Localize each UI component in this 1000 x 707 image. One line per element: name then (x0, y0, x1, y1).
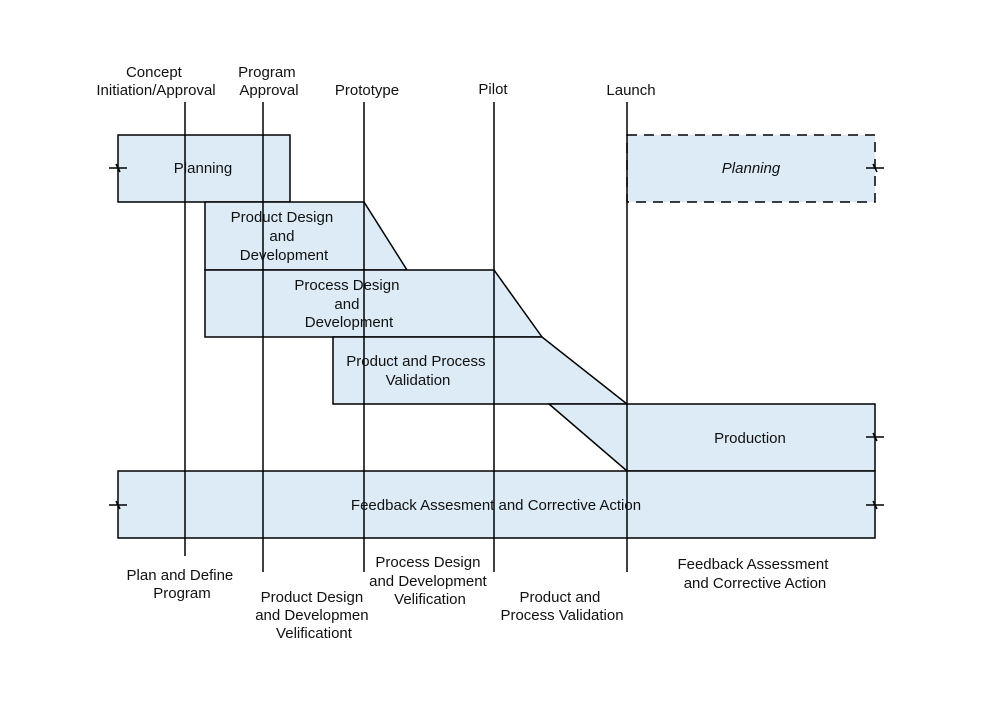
planning-next-block (626, 134, 876, 203)
planning-block (117, 134, 291, 203)
milestone-label-pilot: Pilot (478, 81, 508, 98)
milestone-label-prototype: Prototype (335, 82, 399, 99)
validation-block (332, 336, 630, 405)
phase-label-pdd: Product Design and Developmen Velificati… (255, 589, 373, 642)
phase-label-plan: Plan and Define Program (127, 567, 238, 602)
break-mark-planning (109, 163, 127, 173)
validation-label: Product and Process Validation (346, 353, 489, 389)
feedback-block (117, 470, 876, 539)
break-mark-production (866, 432, 884, 442)
product-design-label: Product Design and Development (231, 209, 338, 264)
phase-label-fac: Feedback Assessment and Corrective Actio… (677, 556, 832, 592)
break-mark-feedback-left (109, 500, 127, 510)
phase-label-prdd: Process Design and Development Velificat… (369, 554, 491, 608)
production-block (546, 403, 876, 472)
milestone-lines (184, 102, 628, 572)
planning-next-label: Planning (722, 160, 781, 177)
break-mark-feedback-right (866, 500, 884, 510)
phase-blocks (109, 134, 884, 539)
process-design-label: Process Design and Development (294, 277, 403, 331)
phase-label-ppv: Product and Process Validation (500, 589, 623, 624)
break-mark-planning-next (866, 163, 884, 173)
planning-label: Planning (174, 160, 232, 177)
milestone-label-launch: Launch (606, 82, 655, 99)
milestone-label-concept: Concept Initiation/Approval (96, 64, 215, 99)
milestone-label-program: Program Approval (238, 64, 300, 99)
feedback-label: Feedback Assesment and Corrective Action (351, 497, 641, 514)
production-label: Production (714, 430, 786, 447)
